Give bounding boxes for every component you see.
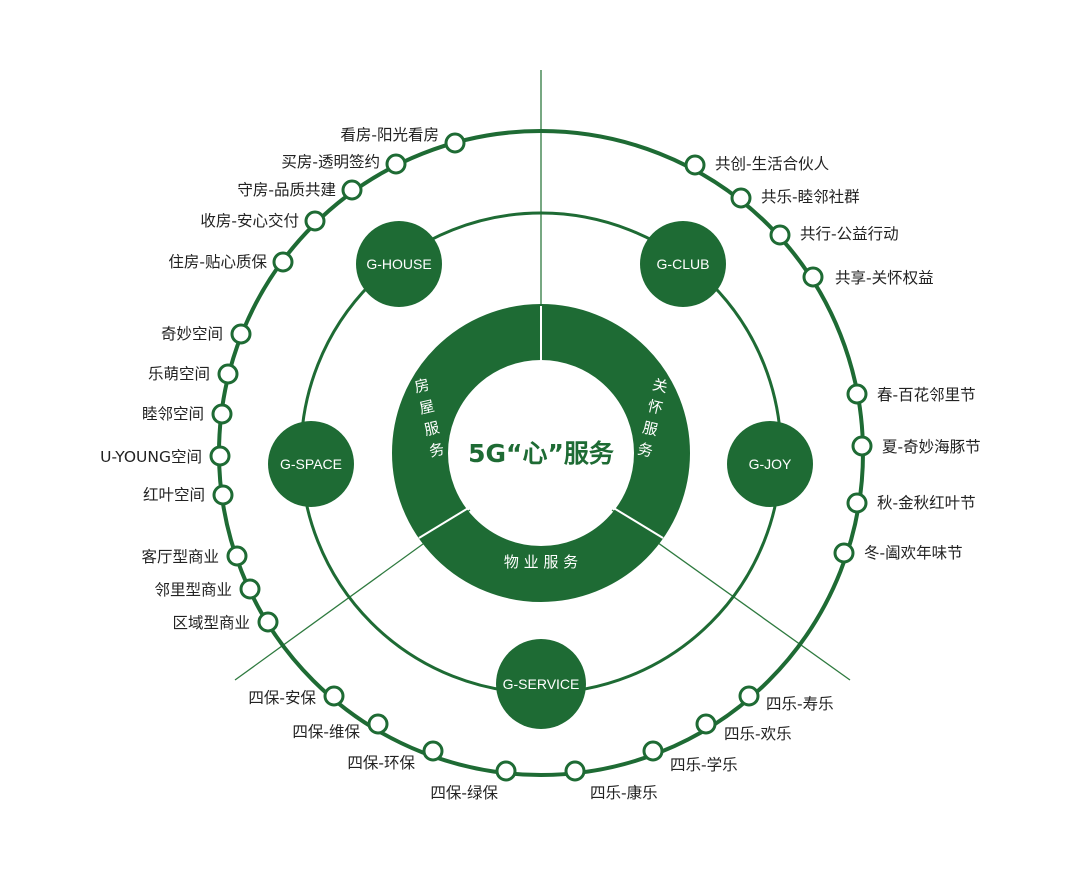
ring-label: 邻里型商业 (154, 581, 232, 599)
ring-label: 看房-阳光看房 (340, 126, 439, 144)
ring-node (323, 685, 345, 707)
hub-circle (727, 421, 813, 507)
ring-node (769, 224, 791, 246)
group-club: 共创-生活合伙人 共乐-睦邻社群 共行-公益行动 共享-关怀权益 (684, 154, 934, 288)
ring-label: 买房-透明签约 (281, 153, 380, 171)
ring-node (422, 740, 444, 762)
ring-node (341, 179, 363, 201)
ring-node (730, 187, 752, 209)
segment-property-label: 物 业 服 务 (504, 553, 578, 571)
ring-node (851, 435, 873, 457)
donut-divider-left (418, 506, 471, 539)
ring-label: 乐萌空间 (148, 365, 210, 383)
ring-node (846, 383, 868, 405)
hub-g-house: G-HOUSE (356, 221, 442, 307)
group-commerce: 客厅型商业 邻里型商业 区域型商业 (141, 545, 279, 633)
ring-node (642, 740, 664, 762)
segment-care-char: 怀 (646, 397, 665, 418)
segment-house-char: 房 (413, 375, 432, 396)
ring-label: 四乐-寿乐 (766, 695, 834, 713)
segment-care-label: 关 怀 服 务 (636, 375, 670, 460)
ring-label: 区域型商业 (172, 614, 250, 632)
hub-circle (496, 639, 586, 729)
ring-node (226, 545, 248, 567)
segment-house-char: 务 (427, 440, 446, 461)
ring-label: 四保-环保 (347, 754, 415, 772)
donut-divider-right (611, 506, 664, 539)
segment-house-label: 房 屋 服 务 (413, 375, 447, 460)
hub-label-g-joy: G-JOY (749, 456, 792, 472)
ring-node (209, 445, 231, 467)
group-service-bao: 四保-安保 四保-维保 四保-环保 四保-绿保 (248, 685, 517, 802)
ring-label: 共行-公益行动 (800, 225, 899, 243)
ring-label: 冬-阖欢年味节 (864, 544, 963, 562)
ring-label: 四保-安保 (248, 689, 316, 707)
ring-label: 春-百花邻里节 (877, 386, 976, 404)
hub-g-space: G-SPACE (268, 421, 354, 507)
segment-care-char: 关 (651, 375, 670, 396)
ring-label: 红叶空间 (143, 486, 205, 504)
ring-label: 四乐-学乐 (670, 756, 738, 774)
ring-label: 共享-关怀权益 (835, 269, 934, 287)
ring-node (684, 154, 706, 176)
ring-label: 守房-品质共建 (237, 181, 336, 199)
ring-label: 四保-绿保 (430, 784, 498, 802)
hub-g-club: G-CLUB (640, 221, 726, 307)
ring-node (444, 132, 466, 154)
ring-label: U-YOUNG空间 (100, 448, 202, 466)
group-house: 看房-阳光看房 买房-透明签约 守房-品质共建 收房-安心交付 住房-贴心质保 (168, 126, 466, 273)
ring-label: 住房-贴心质保 (168, 253, 267, 271)
hub-g-service: G-SERVICE (496, 639, 586, 729)
group-space: 奇妙空间 乐萌空间 睦邻空间 U-YOUNG空间 红叶空间 (100, 323, 252, 506)
ring-label: 奇妙空间 (161, 325, 223, 343)
center-title: 5G“心”服务 (468, 439, 614, 468)
segment-care-char: 务 (636, 440, 655, 461)
ring-label: 收房-安心交付 (200, 212, 299, 230)
ring-node (257, 611, 279, 633)
ring-label: 共创-生活合伙人 (715, 155, 829, 173)
ring-node (564, 760, 586, 782)
ring-node (304, 210, 326, 232)
ring-label: 四乐-康乐 (590, 784, 658, 802)
ring-label: 共乐-睦邻社群 (761, 188, 860, 206)
segment-house-char: 服 (422, 418, 441, 439)
ring-node (495, 760, 517, 782)
hub-label-g-service: G-SERVICE (503, 676, 580, 692)
hub-circle (268, 421, 354, 507)
ring-node (695, 713, 717, 735)
ring-node (230, 323, 252, 345)
ring-node (846, 492, 868, 514)
ring-node (833, 542, 855, 564)
ring-node (272, 251, 294, 273)
segment-house-char: 屋 (418, 397, 437, 418)
group-service-le: 四乐-寿乐 四乐-欢乐 四乐-学乐 四乐-康乐 (564, 685, 834, 802)
ring-label: 四乐-欢乐 (724, 725, 792, 743)
ring-node (385, 153, 407, 175)
ring-node (211, 403, 233, 425)
ring-node (239, 578, 261, 600)
ring-node (367, 713, 389, 735)
ring-node (802, 266, 824, 288)
ring-label: 秋-金秋红叶节 (877, 494, 976, 512)
hub-circle (640, 221, 726, 307)
hub-label-g-space: G-SPACE (280, 456, 342, 472)
ring-node (212, 484, 234, 506)
ring-label: 客厅型商业 (141, 548, 219, 566)
hub-circle (356, 221, 442, 307)
ring-node (217, 363, 239, 385)
segment-care-char: 服 (641, 418, 660, 439)
hub-label-g-house: G-HOUSE (366, 256, 431, 272)
ring-label: 夏-奇妙海豚节 (882, 438, 981, 456)
ring-label: 四保-维保 (292, 723, 360, 741)
ring-label: 睦邻空间 (142, 405, 204, 423)
ring-node (738, 685, 760, 707)
group-joy: 春-百花邻里节 夏-奇妙海豚节 秋-金秋红叶节 冬-阖欢年味节 (833, 383, 981, 564)
hub-g-joy: G-JOY (727, 421, 813, 507)
hub-label-g-club: G-CLUB (657, 256, 710, 272)
